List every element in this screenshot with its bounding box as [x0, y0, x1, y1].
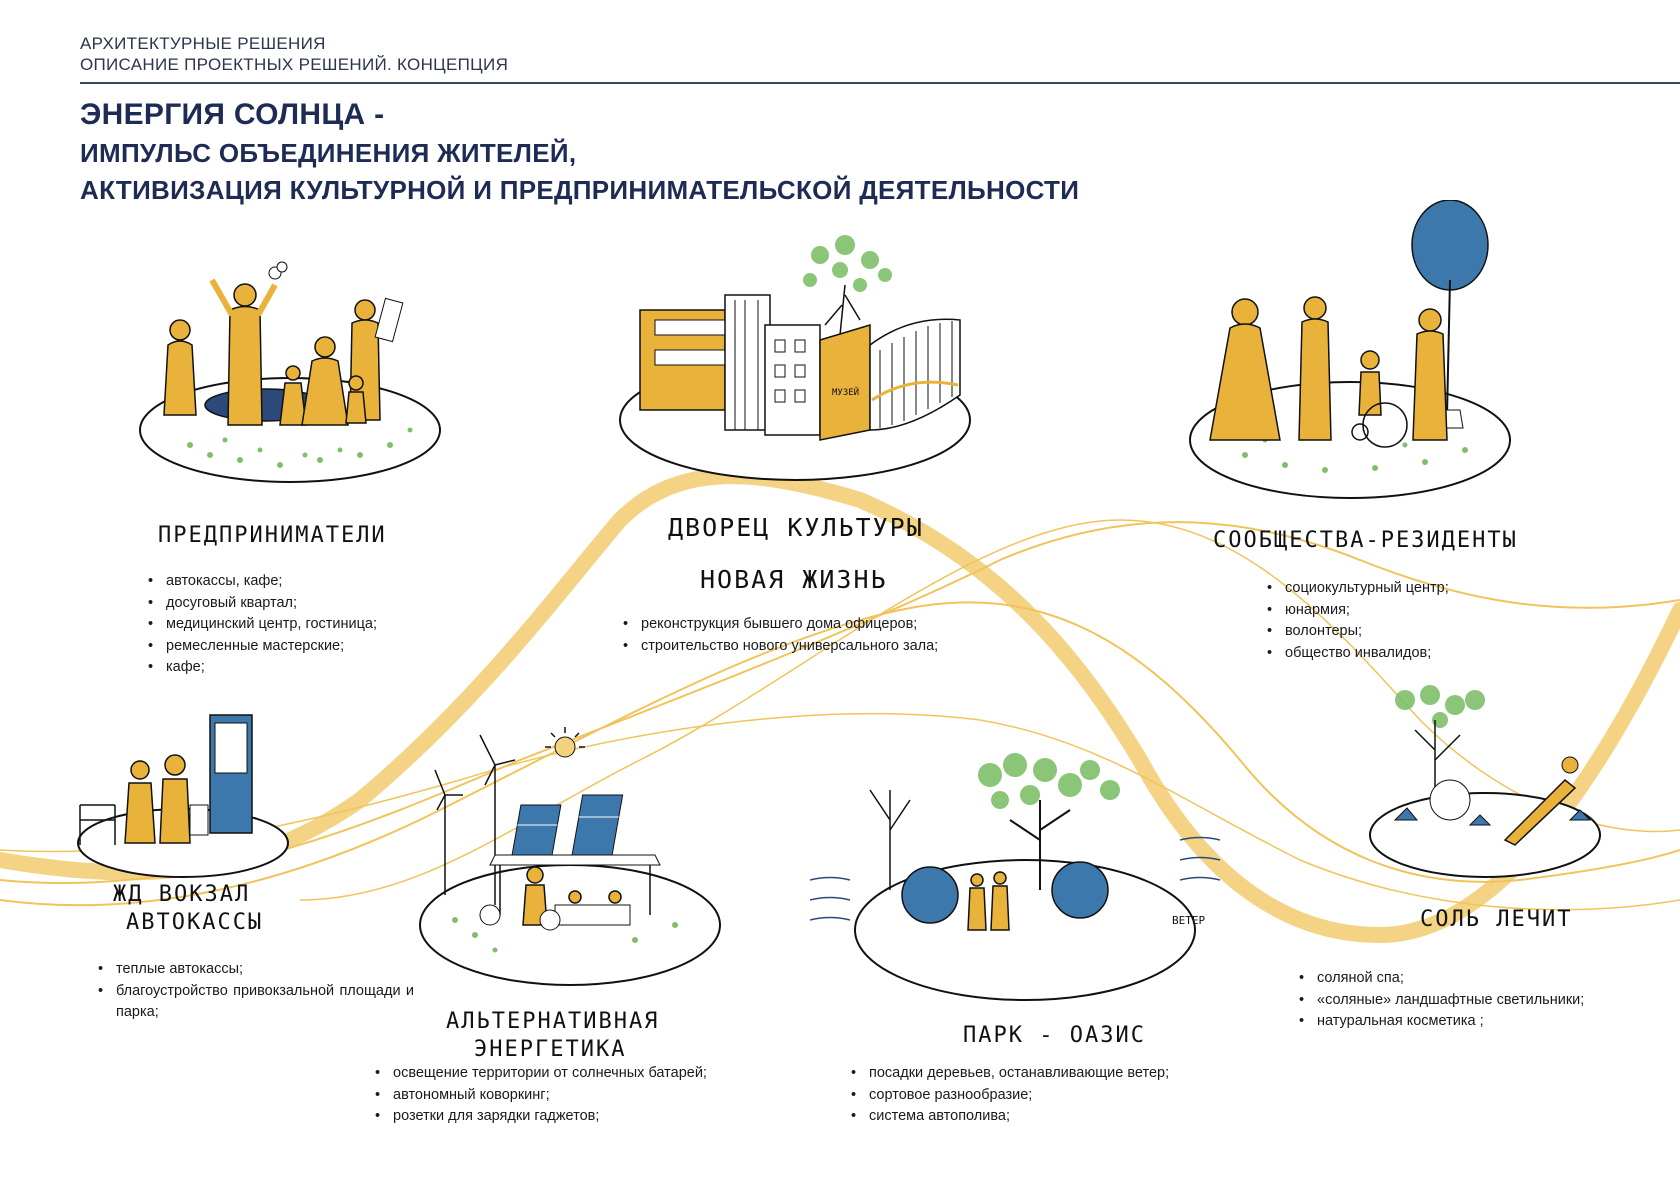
- communities-illustration: [1189, 200, 1511, 499]
- page-title-line-3: АКТИВИЗАЦИЯ КУЛЬТУРНОЙ И ПРЕДПРИНИМАТЕЛЬ…: [80, 175, 1080, 205]
- list-item: автономный коворкинг;: [371, 1085, 707, 1107]
- list-item: сортовое разнообразие;: [847, 1085, 1169, 1107]
- station-caption-line-1: ЖД ВОКЗАЛ: [113, 882, 251, 907]
- communities-list: социокультурный центр; юнармия; волонтер…: [1263, 578, 1449, 664]
- list-item: строительство нового универсального зала…: [619, 636, 938, 658]
- list-item: благоустройство привокзальной площади и …: [94, 981, 414, 1024]
- entrepreneurs-illustration: [139, 261, 441, 483]
- energy-illustration: [419, 727, 721, 986]
- list-item: натуральная косметика ;: [1295, 1011, 1584, 1033]
- park-illustration: ВЕТЕР: [810, 753, 1221, 1001]
- list-item: «соляные» ландшафтные светильники;: [1295, 990, 1584, 1012]
- palace-illustration: МУЗЕЙ: [619, 235, 971, 481]
- salt-illustration: [1369, 685, 1601, 878]
- wind-label: ВЕТЕР: [1172, 914, 1205, 927]
- salt-list: соляной спа; «соляные» ландшафтные свети…: [1295, 968, 1584, 1033]
- palace-caption-line-2: НОВАЯ ЖИЗНЬ: [700, 565, 888, 594]
- salt-caption: СОЛЬ ЛЕЧИТ: [1420, 907, 1573, 932]
- list-item: розетки для зарядки гаджетов;: [371, 1106, 707, 1128]
- header-line-2: ОПИСАНИЕ ПРОЕКТНЫХ РЕШЕНИЙ. КОНЦЕПЦИЯ: [80, 55, 509, 74]
- list-item: посадки деревьев, останавливающие ветер;: [847, 1063, 1169, 1085]
- station-illustration: [77, 714, 289, 878]
- entrepreneurs-caption: ПРЕДПРИНИМАТЕЛИ: [158, 523, 387, 548]
- list-item: социокультурный центр;: [1263, 578, 1449, 600]
- energy-list: освещение территории от солнечных батаре…: [371, 1063, 707, 1128]
- list-item: досуговый квартал;: [144, 593, 377, 615]
- list-item: реконструкция бывшего дома офицеров;: [619, 614, 938, 636]
- palace-caption-line-1: ДВОРЕЦ КУЛЬТУРЫ: [668, 513, 924, 542]
- energy-caption-line-2: ЭНЕРГЕТИКА: [474, 1037, 627, 1062]
- list-item: система автополива;: [847, 1106, 1169, 1128]
- museum-sign: МУЗЕЙ: [832, 386, 859, 398]
- list-item: юнармия;: [1263, 600, 1449, 622]
- list-item: автокассы, кафе;: [144, 571, 377, 593]
- header-line-1: АРХИТЕКТУРНЫЕ РЕШЕНИЯ: [80, 34, 326, 53]
- park-list: посадки деревьев, останавливающие ветер;…: [847, 1063, 1169, 1128]
- page-title-line-1: ЭНЕРГИЯ СОЛНЦА -: [80, 98, 385, 131]
- header-divider: [80, 82, 1680, 84]
- list-item: общество инвалидов;: [1263, 643, 1449, 665]
- station-caption-line-2: АВТОКАССЫ: [126, 910, 264, 935]
- entrepreneurs-list: автокассы, кафе; досуговый квартал; меди…: [144, 571, 377, 679]
- list-item: медицинский центр, гостиница;: [144, 614, 377, 636]
- station-list: теплые автокассы; благоустройство привок…: [94, 959, 414, 1024]
- list-item: теплые автокассы;: [94, 959, 414, 981]
- communities-caption: СООБЩЕСТВА-РЕЗИДЕНТЫ: [1213, 528, 1518, 553]
- energy-caption-line-1: АЛЬТЕРНАТИВНАЯ: [446, 1009, 660, 1034]
- list-item: ремесленные мастерские;: [144, 636, 377, 658]
- page-title-line-2: ИМПУЛЬС ОБЪЕДИНЕНИЯ ЖИТЕЛЕЙ,: [80, 138, 577, 168]
- palace-list: реконструкция бывшего дома офицеров; стр…: [619, 614, 938, 657]
- list-item: кафе;: [144, 657, 377, 679]
- list-item: освещение территории от солнечных батаре…: [371, 1063, 707, 1085]
- park-caption: ПАРК - ОАЗИС: [963, 1023, 1146, 1048]
- list-item: соляной спа;: [1295, 968, 1584, 990]
- list-item: волонтеры;: [1263, 621, 1449, 643]
